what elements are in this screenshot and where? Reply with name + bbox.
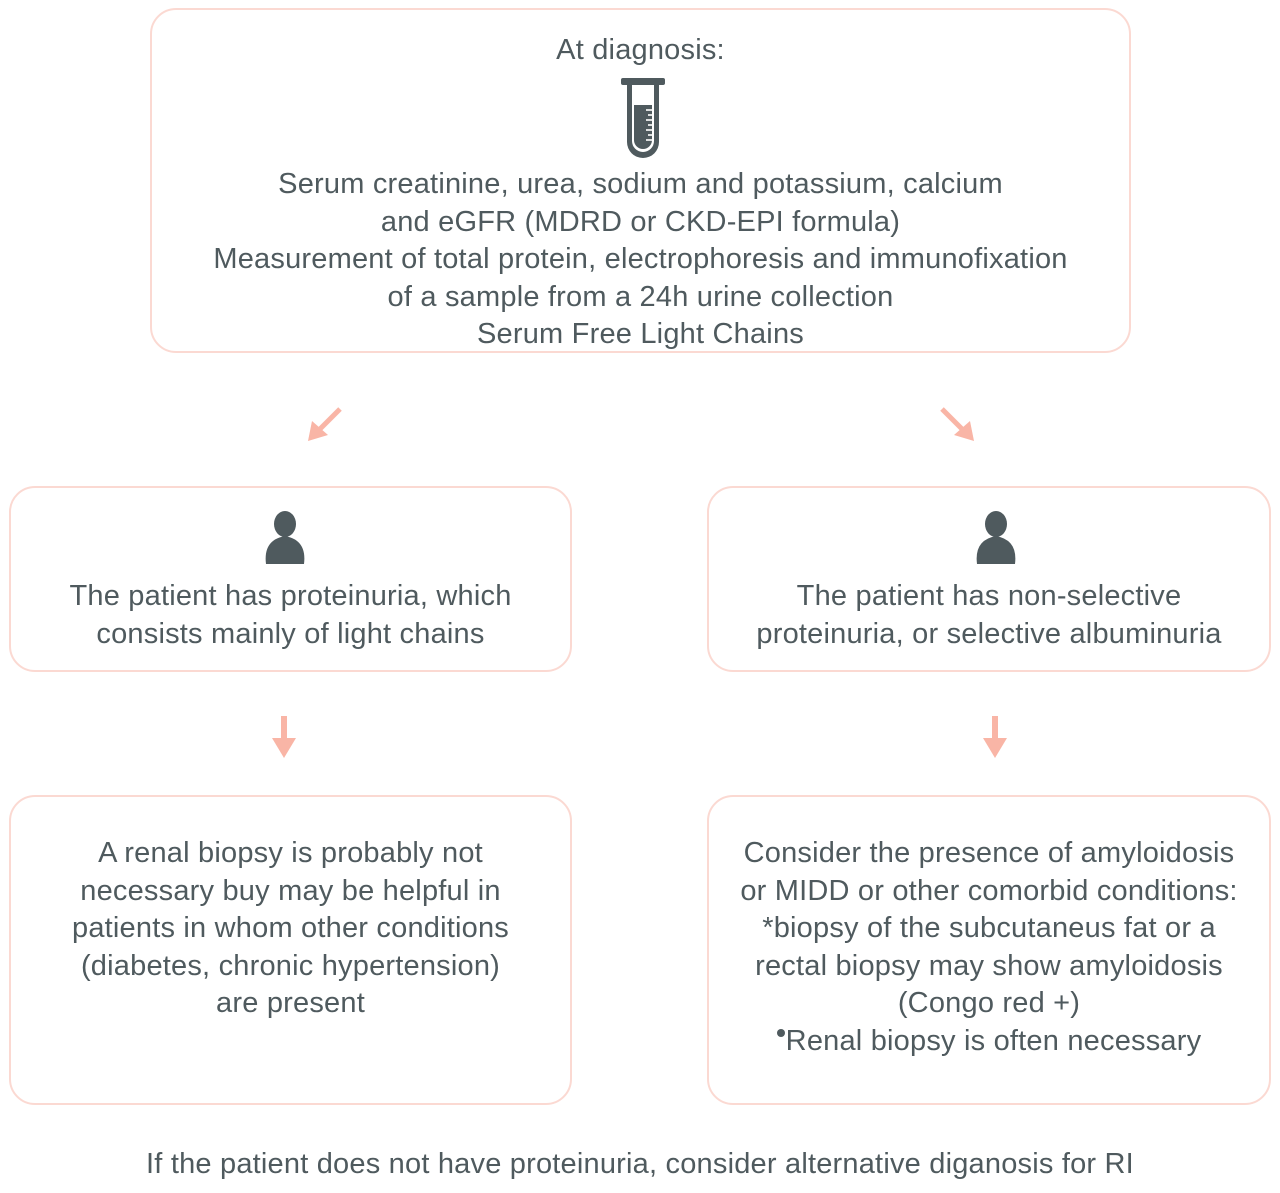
arrow-down-icon [983,716,1007,758]
condition-text: The patient has non-selective proteinuri… [709,578,1269,653]
biopsy-not-necessary-box: A renal biopsy is probably not necessary… [9,795,572,1105]
consider-amyloidosis-box: Consider the presence of amyloidosis or … [707,795,1271,1105]
diagnosis-line: and eGFR (MDRD or CKD-EPI formula) [380,205,901,238]
person-icon [976,511,1016,564]
diagnosis-line: Measurement of total protein, electropho… [213,243,1068,275]
bullet-icon [776,1028,785,1037]
condition-line: proteinuria, or selective albuminuria [756,617,1222,650]
recommendation-line: *biopsy of the subcutaneus fat or a [762,912,1216,944]
light-chain-proteinuria-box: The patient has proteinuria, which consi… [9,486,572,672]
recommendation-line: (Congo red +) [897,987,1081,1019]
recommendation-line: (diabetes, chronic hypertension) [80,949,501,982]
diagnosis-line: Serum Free Light Chains [477,318,804,350]
recommendation-text: A renal biopsy is probably not necessary… [11,835,570,1023]
recommendation-line: are present [216,987,365,1019]
recommendation-line: or MIDD or other comorbid conditions: [740,874,1238,907]
bullet-item: Renal biopsy is often necessary [709,1023,1269,1061]
arrow-down-right-icon [940,407,974,441]
diagnosis-line: Serum creatinine, urea, sodium and potas… [278,168,1003,200]
recommendation-line: Consider the presence of amyloidosis [743,837,1235,869]
recommendation-line: patients in whom other conditions [71,912,509,944]
condition-line: consists mainly of light chains [96,617,485,650]
footer-note: If the patient does not have proteinuria… [0,1146,1280,1184]
test-tube-icon [621,78,665,158]
diagnosis-title: At diagnosis: [556,34,725,66]
recommendation-line: A renal biopsy is probably not [98,837,483,869]
recommendation-text: Consider the presence of amyloidosis or … [709,835,1269,1060]
condition-line: The patient has non-selective [796,580,1182,612]
footer-text: If the patient does not have proteinuria… [146,1148,1134,1180]
diagnosis-line: of a sample from a 24h urine collection [387,280,894,313]
arrow-down-icon [272,716,296,758]
diagnosis-tests: Serum creatinine, urea, sodium and potas… [152,166,1129,354]
bullet-text: Renal biopsy is often necessary [785,1024,1202,1057]
non-selective-proteinuria-box: The patient has non-selective proteinuri… [707,486,1271,672]
recommendation-line: necessary buy may be helpful in [80,874,501,907]
recommendation-line: rectal biopsy may show amyloidosis [755,949,1223,982]
diagnosis-box: At diagnosis: Serum creatinine, urea, so… [150,8,1131,353]
condition-line: The patient has proteinuria, which [69,580,512,612]
arrow-down-left-icon [308,407,342,441]
person-icon [265,511,305,564]
condition-text: The patient has proteinuria, which consi… [11,578,570,653]
